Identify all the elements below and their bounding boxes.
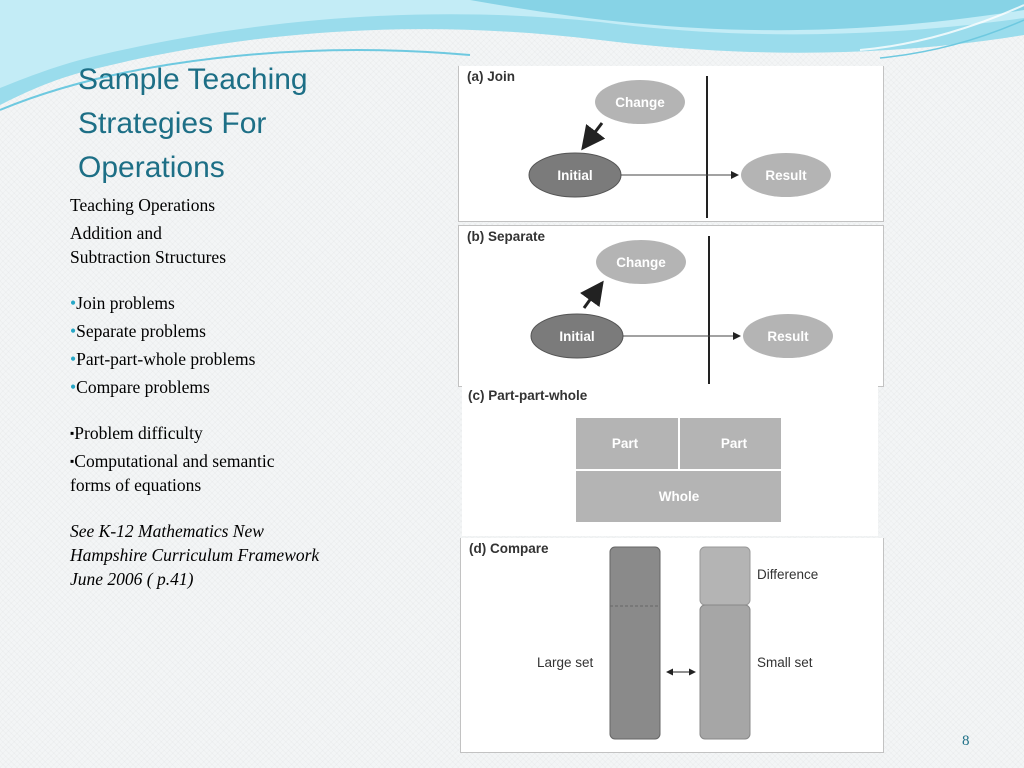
whole-box	[576, 471, 781, 522]
heading-line2: Subtraction Structures	[70, 247, 227, 267]
difference-bar	[699, 546, 751, 606]
part-label-1: Part	[612, 436, 639, 451]
difference-label: Difference	[757, 567, 818, 582]
bullet-item: •Separate problems	[70, 321, 206, 341]
join-svg: Change Initial Result	[528, 76, 831, 218]
bullet-icon: •	[70, 321, 77, 341]
change-label: Change	[616, 255, 666, 270]
part-box-2	[680, 418, 781, 469]
large-set-label: Large set	[537, 655, 594, 670]
ppw-svg: Part Part Whole	[576, 418, 781, 522]
join-diagram: (a) Join Change Initial Result	[458, 66, 884, 222]
initial-label: Initial	[559, 329, 594, 344]
change-arrow	[579, 280, 604, 309]
result-oval	[741, 153, 831, 197]
small-set-bar	[699, 604, 751, 740]
bullet-item: •Compare problems	[70, 377, 210, 397]
result-oval	[743, 314, 833, 358]
bullet-item: •Join problems	[70, 293, 175, 313]
heading-line1: Addition and	[70, 223, 162, 243]
change-oval	[595, 80, 685, 124]
part-part-whole-diagram: (c) Part-part-whole Part Part Whole	[462, 386, 878, 536]
part-label-2: Part	[721, 436, 748, 451]
slide-title: Sample Teaching Strategies For Operation…	[78, 63, 308, 184]
page-number: 8	[962, 733, 970, 749]
compare-title: (d) Compare	[469, 541, 549, 556]
result-label: Result	[765, 168, 807, 183]
large-set-bar	[609, 546, 661, 740]
reference-note: See K-12 Mathematics New Hampshire Curri…	[70, 521, 320, 589]
square-bullet-icon: ▪	[70, 454, 75, 468]
square-item: ▪Problem difficulty	[70, 423, 203, 443]
whole-label: Whole	[659, 489, 700, 504]
slide-body: Teaching Operations Addition and Subtrac…	[70, 193, 390, 591]
change-arrow	[581, 122, 606, 151]
separate-title: (b) Separate	[467, 229, 546, 244]
part-box-1	[576, 418, 678, 469]
heading-addition-subtraction: Addition and Subtraction Structures	[70, 221, 390, 269]
compare-svg: Difference Large set Small set	[537, 546, 818, 740]
compare-diagram: (d) Compare Difference Large set Small s…	[460, 538, 884, 753]
ppw-title: (c) Part-part-whole	[468, 388, 588, 403]
header-swoosh	[0, 0, 1024, 111]
bullet-icon: •	[70, 349, 77, 369]
square-bullet-icon: ▪	[70, 426, 75, 440]
join-title: (a) Join	[467, 69, 516, 84]
separate-diagram: (b) Separate Change Initial Result	[458, 225, 884, 387]
heading-teaching-operations: Teaching Operations	[70, 195, 216, 215]
bullet-item: •Part-part-whole problems	[70, 349, 256, 369]
result-label: Result	[767, 329, 809, 344]
small-set-label: Small set	[757, 655, 813, 670]
change-label: Change	[615, 95, 665, 110]
change-oval	[596, 240, 686, 284]
bullet-icon: •	[70, 377, 77, 397]
separate-svg: Change Initial Result	[530, 236, 833, 384]
initial-label: Initial	[557, 168, 592, 183]
bullet-icon: •	[70, 293, 77, 313]
